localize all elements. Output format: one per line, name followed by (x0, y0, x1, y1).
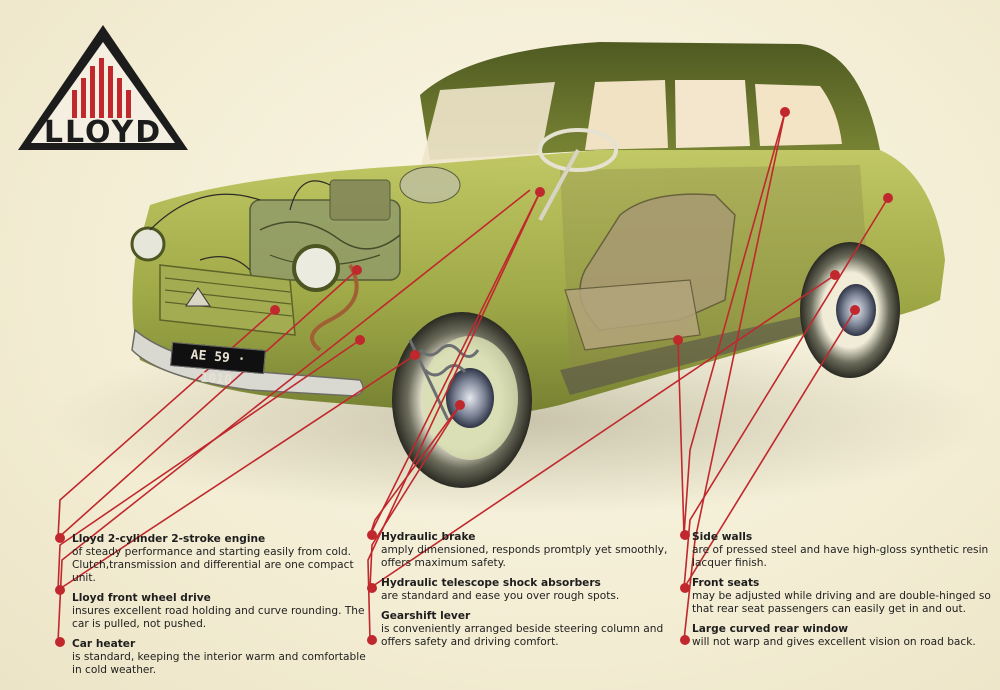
callout-description: of steady performance and starting easil… (72, 546, 354, 584)
callouts-right-column: Side walls are of pressed steel and have… (692, 531, 992, 656)
left-headlight (130, 226, 166, 262)
callout-engine: Lloyd 2-cylinder 2-stroke engine of stea… (72, 533, 372, 585)
engine (249, 166, 461, 281)
callout-title: Lloyd 2-cylinder 2-stroke engine (72, 533, 266, 545)
callout-description: will not warp and gives excellent vision… (692, 636, 976, 648)
callout-title: Front seats (692, 577, 760, 589)
callout-title: Car heater (72, 638, 136, 650)
rear-window (755, 84, 842, 146)
callout-description: is standard, keeping the interior warm a… (72, 651, 366, 676)
callout-front-seats: Front seats may be adjusted while drivin… (692, 577, 992, 616)
wiring (149, 180, 331, 271)
callout-lines (57, 111, 889, 643)
callout-gearshift-lever: Gearshift lever is conveniently arranged… (381, 610, 681, 649)
lloyd-logo-text: LLOYD (43, 115, 163, 150)
callout-title: Gearshift lever (381, 610, 471, 622)
callout-description: insures excellent road holding and curve… (72, 605, 365, 630)
windshield (420, 82, 555, 170)
steering-column (538, 149, 580, 221)
grille-emblem (185, 287, 211, 307)
callouts-middle-column: Hydraulic brake amply dimensioned, respo… (381, 531, 681, 656)
callouts-left-column: Lloyd 2-cylinder 2-stroke engine of stea… (72, 533, 372, 684)
callout-title: Hydraulic telescope shock absorbers (381, 577, 601, 589)
callout-side-walls: Side walls are of pressed steel and have… (692, 531, 992, 570)
callout-description: is conveniently arranged beside steering… (381, 623, 664, 648)
heater-hose (310, 264, 359, 352)
callout-description: may be adjusted while driving and are do… (692, 590, 991, 615)
front-wheel (392, 312, 532, 488)
callout-car-heater: Car heater is standard, keeping the inte… (72, 638, 372, 677)
callout-rear-window: Large curved rear window will not warp a… (692, 623, 992, 649)
callout-description: amply dimensioned, responds promtply yet… (381, 544, 668, 569)
callout-title: Large curved rear window (692, 623, 849, 635)
callout-title: Lloyd front wheel drive (72, 592, 211, 604)
front-seat-cushion (564, 279, 701, 351)
callout-description: are standard and ease you over rough spo… (381, 590, 620, 602)
callout-description: are of pressed steel and have high-gloss… (692, 544, 989, 569)
steering-wheel (538, 128, 618, 172)
right-headlight (292, 244, 340, 292)
callout-hydraulic-brake: Hydraulic brake amply dimensioned, respo… (381, 531, 681, 570)
callout-dots (55, 107, 893, 647)
lloyd-logo (18, 25, 188, 150)
front-side-window (585, 80, 668, 150)
callout-title: Side walls (692, 531, 753, 543)
middle-window (675, 80, 750, 148)
front-grille (159, 264, 296, 336)
callout-title: Hydraulic brake (381, 531, 476, 543)
callout-front-wheel-drive: Lloyd front wheel drive insures excellen… (72, 592, 372, 631)
side-sill (560, 310, 835, 395)
callout-shock-absorbers: Hydraulic telescope shock absorbers are … (381, 577, 681, 603)
